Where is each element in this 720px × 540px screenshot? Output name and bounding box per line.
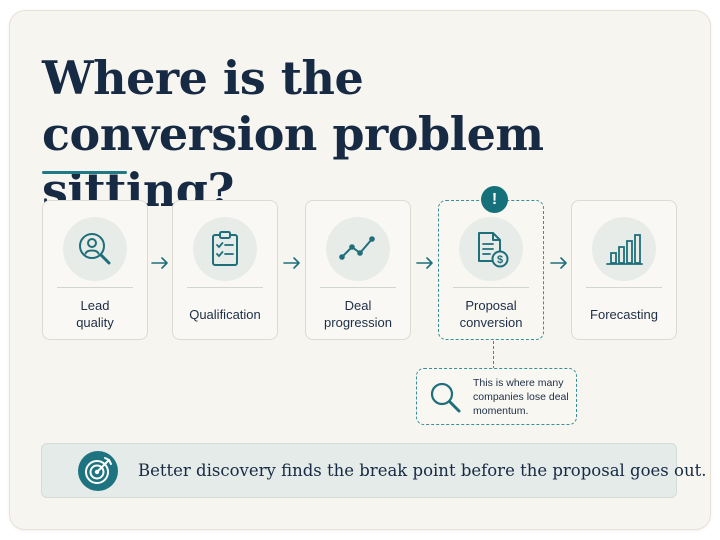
step-label: Forecasting [590,306,658,322]
step-icon-circle [592,217,656,281]
svg-text:$: $ [497,254,503,266]
magnifier-icon [430,382,461,413]
target-arrow-icon [78,451,118,491]
arrow-right-icon [283,257,300,269]
arrow-right-icon [550,257,567,269]
step-divider [187,287,263,288]
clipboard-checklist-icon [212,231,238,266]
step-icon-circle [63,217,127,281]
step-forecasting: Forecasting [571,200,677,340]
banner-text: Better discovery finds the break point b… [138,461,707,480]
step-icon-circle [326,217,390,281]
title-line-1: Where is the [42,51,364,105]
step-divider [320,287,396,288]
bottom-banner: Better discovery finds the break point b… [41,443,706,498]
callout-connector [493,341,494,369]
step-deal-progression: Deal progression [305,200,411,340]
step-divider [586,287,662,288]
line-trend-icon [339,236,375,260]
bar-chart-icon [606,234,643,265]
arrow-right-icon [416,257,433,269]
step-icon-circle: $ [459,217,523,281]
lead-quality-search-person-icon [79,233,111,265]
step-proposal-conversion: $ Proposal conversion [438,200,544,340]
arrow-right-icon [151,257,168,269]
callout-box: This is where many companies lose deal m… [416,368,577,425]
step-divider [453,287,529,288]
step-icon-circle [193,217,257,281]
step-label: Qualification [189,306,261,322]
step-label: Lead quality [76,298,114,330]
step-divider [57,287,133,288]
step-label: Deal progression [324,298,392,330]
step-lead-quality: Lead quality [42,200,148,340]
alert-badge: ! [481,186,508,213]
step-label: Proposal conversion [459,298,523,330]
title-underline [42,171,127,174]
document-dollar-icon: $ [478,232,509,268]
step-qualification: Qualification [172,200,278,340]
callout-text: This is where many companies lose deal m… [473,377,569,417]
